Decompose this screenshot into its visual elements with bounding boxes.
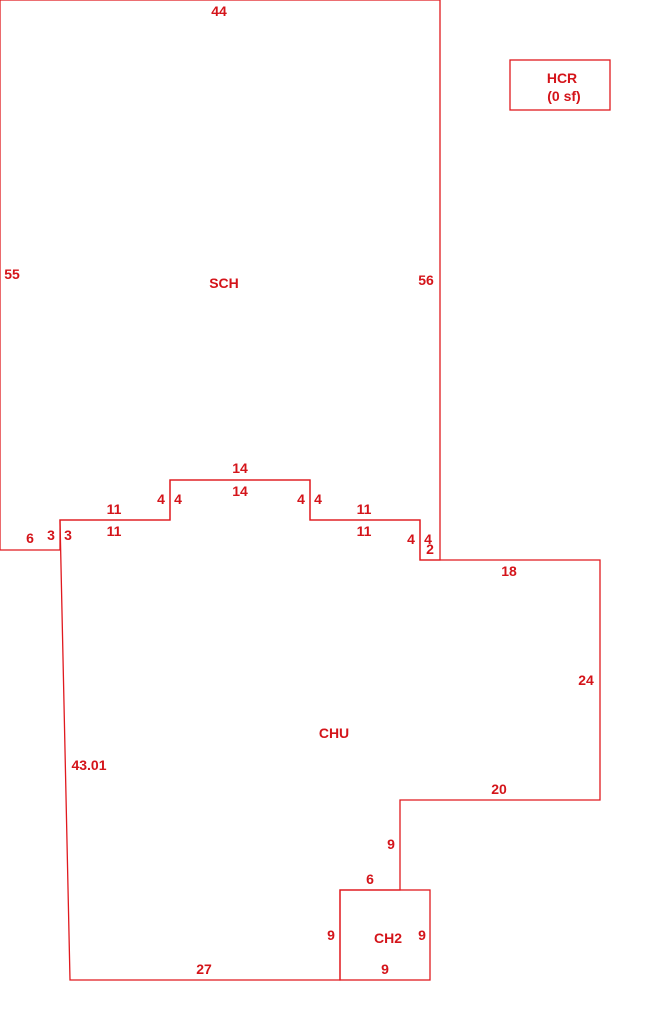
- dim-sch-top: 44: [211, 3, 227, 19]
- dim-sch-step-14: 14: [232, 460, 248, 476]
- dim-sch-step-11-right: 11: [357, 501, 372, 517]
- dim-chu-notch-bottom: 6: [366, 871, 374, 887]
- dim-chu-step-4-right: 4: [314, 491, 322, 507]
- ch2-label: CH2: [374, 930, 402, 946]
- dim-chu-right: 24: [578, 672, 594, 688]
- dim-ch2-left: 9: [327, 927, 335, 943]
- dim-chu-step-3: 3: [64, 527, 72, 543]
- dim-chu-bottom: 27: [196, 961, 212, 977]
- dim-sch-step-3: 3: [47, 527, 55, 543]
- dim-chu-step-14: 14: [232, 483, 248, 499]
- dim-chu-step-4-far: 4: [424, 531, 432, 547]
- dim-chu-notch-side: 9: [387, 836, 395, 852]
- dim-sch-right: 56: [418, 272, 434, 288]
- dim-sch-step-4-right: 4: [297, 491, 305, 507]
- dim-sch-step-11: 11: [107, 501, 122, 517]
- dim-sch-step-2: 2: [426, 541, 434, 557]
- dim-chu-left: 43.01: [71, 757, 106, 773]
- hcr-area-label: (0 sf): [547, 88, 580, 104]
- hcr-label: HCR: [547, 70, 577, 86]
- dim-sch-bottom-left: 6: [26, 530, 34, 546]
- dim-chu-step-4-left: 4: [174, 491, 182, 507]
- dim-ch2-bottom: 9: [381, 961, 389, 977]
- sch-label: SCH: [209, 275, 239, 291]
- dim-sch-left: 55: [4, 266, 20, 282]
- chu-label: CHU: [319, 725, 349, 741]
- hcr-outline: [509, 59, 611, 111]
- dim-chu-step-11-right: 11: [357, 523, 372, 539]
- dim-sch-step-4-far: 4: [407, 531, 415, 547]
- dim-sch-step-4-left: 4: [157, 491, 165, 507]
- dim-ch2-right: 9: [418, 927, 426, 943]
- dim-chu-notch-top: 20: [491, 781, 507, 797]
- ch2-outline: [339, 889, 431, 981]
- dim-chu-step-11: 11: [107, 523, 122, 539]
- dim-chu-top-right: 18: [501, 563, 517, 579]
